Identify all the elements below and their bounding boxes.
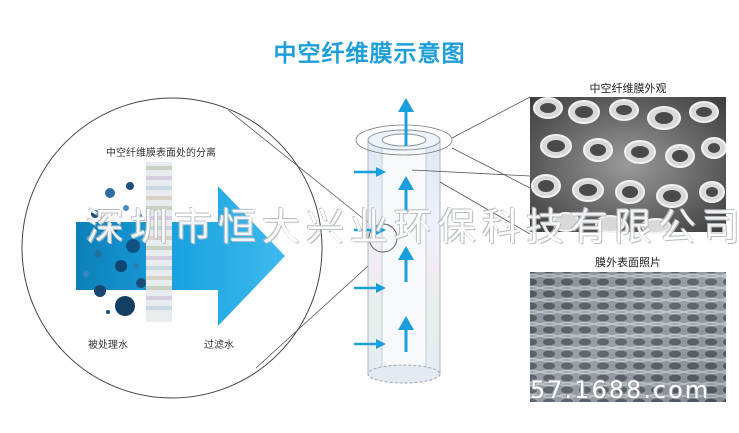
zoom-caption: 中空纤维膜表面处的分离 <box>106 148 216 159</box>
zoom-connector-line <box>227 109 381 233</box>
company-watermark: 深圳市恒大兴业环保科技有限公司 <box>86 205 739 249</box>
membrane-surface-photo <box>530 272 726 402</box>
fiber-bundle-photo <box>530 97 727 234</box>
filtered-water-label: 过滤水 <box>204 340 234 351</box>
membrane-strip <box>146 162 172 322</box>
photo-connector-line <box>411 169 531 177</box>
site-watermark: 57.1688.com <box>530 376 711 404</box>
membrane-surface-caption: 膜外表面照片 <box>595 256 661 269</box>
fiber-bundle-caption: 中空纤维膜外观 <box>589 82 667 95</box>
photo-connector-line <box>451 96 531 139</box>
untreated-water-label: 被处理水 <box>88 340 128 351</box>
flow-arrows <box>354 98 414 352</box>
particles <box>83 182 146 316</box>
filtration-arrow <box>76 186 285 326</box>
photo-connector-line <box>451 147 531 189</box>
photo-connector-line <box>439 181 531 235</box>
page-title: 中空纤维膜示意图 <box>273 41 466 67</box>
